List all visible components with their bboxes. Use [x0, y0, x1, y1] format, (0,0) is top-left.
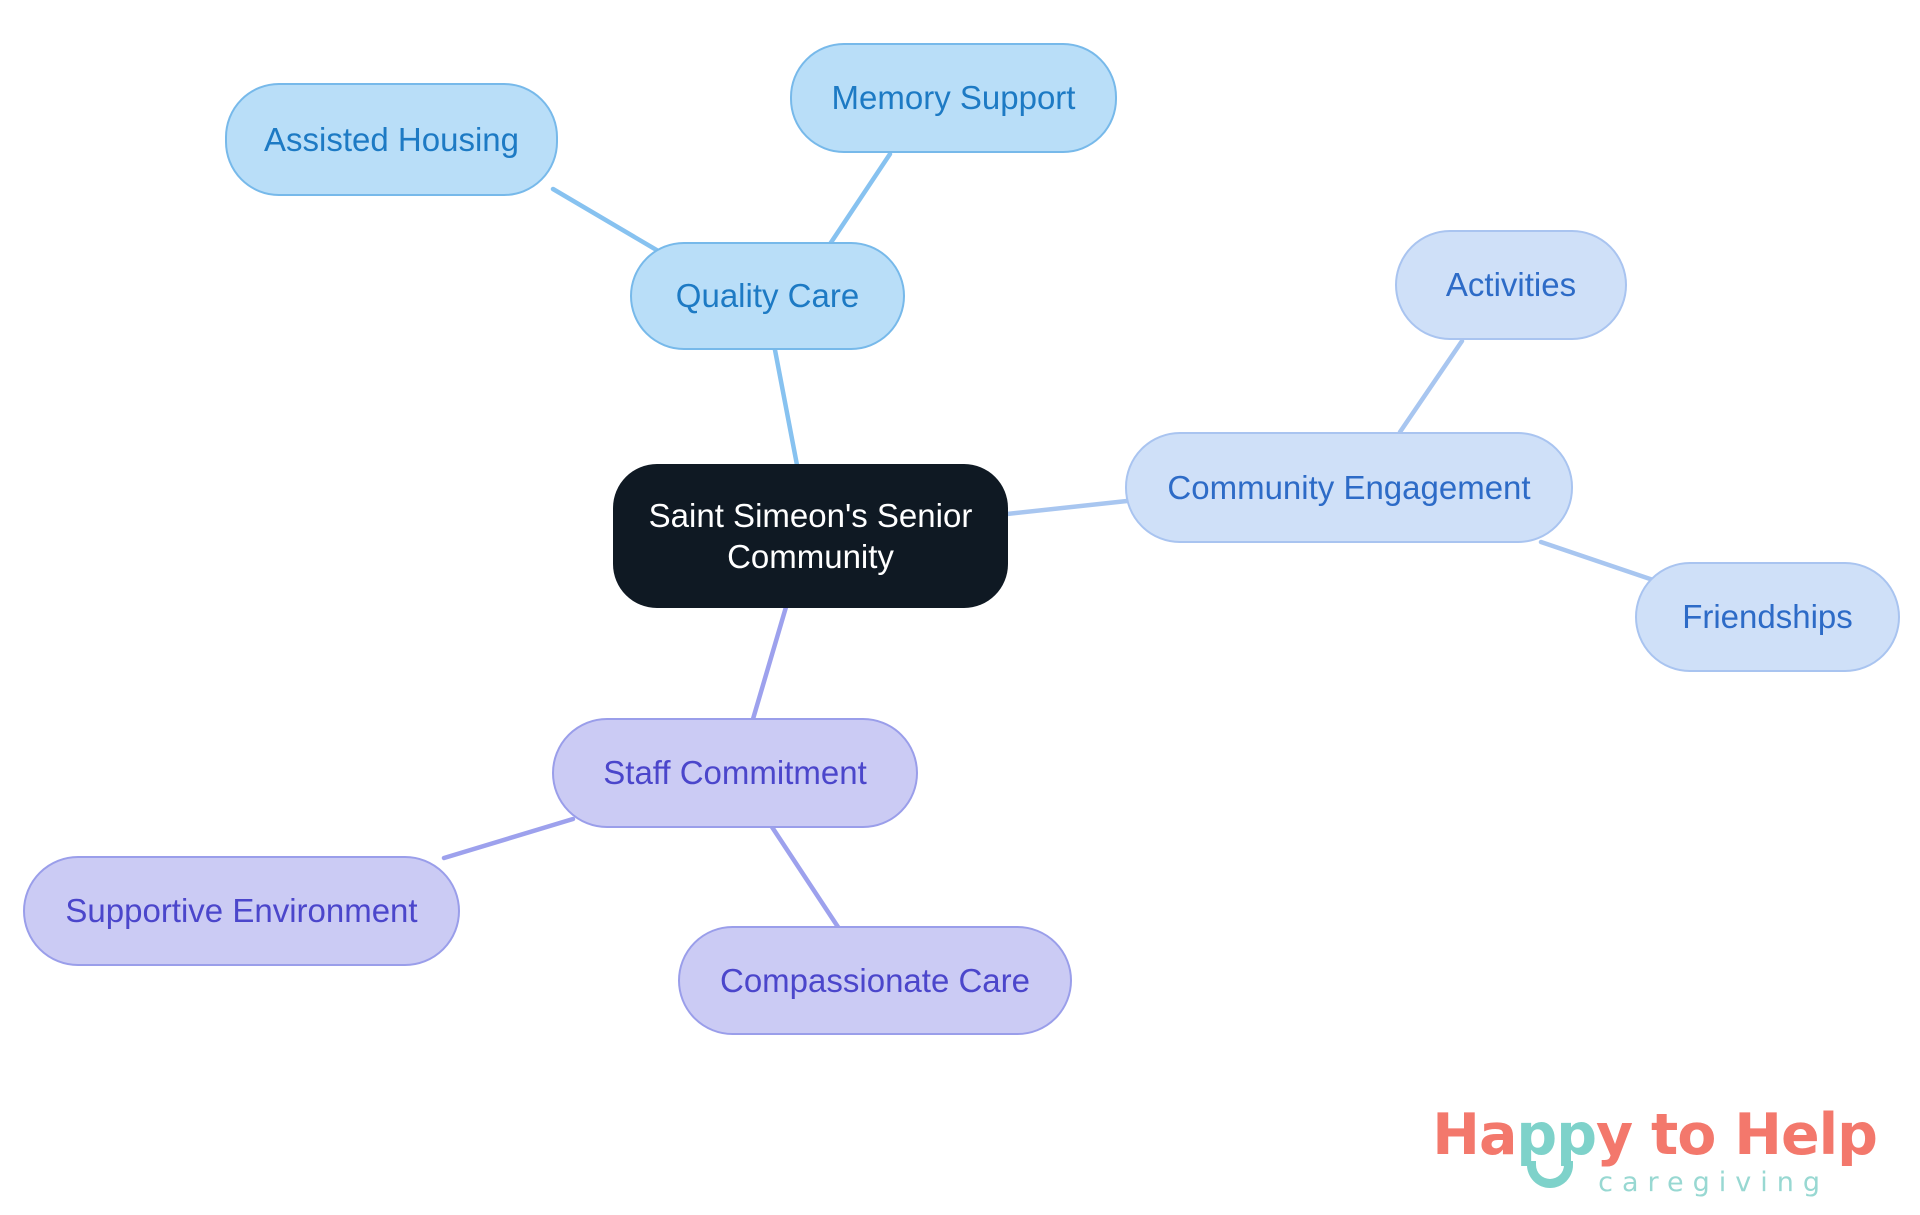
edge-quality-care-to-memory-support [827, 151, 893, 247]
logo-subtitle: caregiving [1598, 1166, 1829, 1198]
logo-part-rest: y to Help [1596, 1102, 1878, 1168]
logo-part-ha: Ha [1432, 1102, 1517, 1168]
edge-community-engagement-to-friendships [1538, 539, 1659, 584]
node-quality-care[interactable]: Quality Care [630, 242, 905, 350]
edge-staff-commitment-to-compassionate-care [769, 824, 841, 930]
logo-part-pp: pp [1516, 1102, 1597, 1168]
node-activities[interactable]: Activities [1395, 230, 1627, 340]
node-friendships[interactable]: Friendships [1635, 562, 1900, 672]
edge-central-to-staff-commitment [750, 604, 789, 722]
node-memory-support[interactable]: Memory Support [790, 43, 1117, 153]
smile-icon [1527, 1161, 1573, 1188]
logo-wordmark: Happy to Help [1432, 1102, 1878, 1168]
edge-central-to-community-engagement [1004, 498, 1130, 517]
node-community-engagement[interactable]: Community Engagement [1125, 432, 1573, 543]
node-staff-commitment[interactable]: Staff Commitment [552, 718, 918, 828]
edge-community-engagement-to-activities [1397, 338, 1465, 435]
node-assisted-housing[interactable]: Assisted Housing [225, 83, 558, 196]
edge-central-to-quality-care [772, 347, 800, 468]
happy-to-help-logo: Happy to Help caregiving [1432, 1102, 1878, 1198]
edge-staff-commitment-to-supportive-environment [441, 816, 576, 861]
edge-quality-care-to-assisted-housing [550, 186, 668, 258]
node-central[interactable]: Saint Simeon's Senior Community [613, 464, 1008, 608]
node-supportive-environment[interactable]: Supportive Environment [23, 856, 460, 966]
node-compassionate-care[interactable]: Compassionate Care [678, 926, 1072, 1035]
